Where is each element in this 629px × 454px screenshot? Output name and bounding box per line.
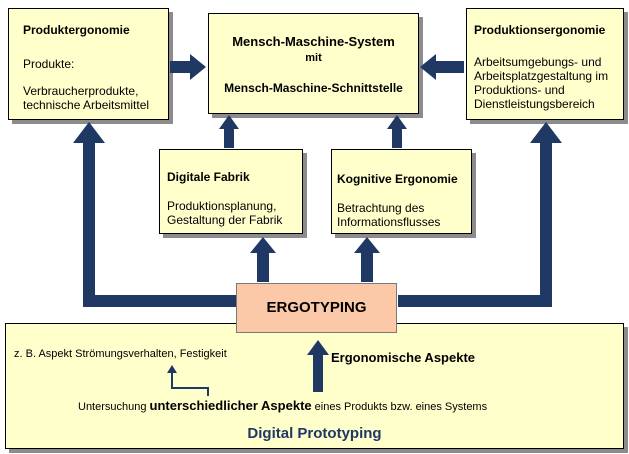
mms-box — [208, 13, 419, 114]
arrow-produktionsergonomie-to-mms — [420, 54, 464, 80]
arrow-aspekte-to-ergotyping — [307, 340, 329, 392]
kognitive-box — [331, 149, 472, 234]
produktionsergonomie-line3: Produktions- und — [474, 83, 565, 97]
produktionsergonomie-line2: Arbeitsplatzgestaltung im — [474, 69, 609, 83]
arrow-kognitive-to-mms — [387, 115, 407, 148]
untersuchung-text: Untersuchung unterschiedlicher Aspekte e… — [78, 398, 487, 415]
mms-title: Mensch-Maschine-System — [232, 34, 395, 49]
mms-mit: mit — [305, 52, 322, 64]
digitale-fabrik-title: Digitale Fabrik — [167, 170, 250, 184]
arrow-ergotyping-to-produktionsergonomie — [398, 122, 562, 307]
prototyping-title: Digital Prototyping — [247, 425, 382, 442]
untersuchung-post: eines Produkts bzw. eines Systems — [311, 401, 488, 413]
produktionsergonomie-line4: Dienstleistungsbereich — [474, 97, 595, 111]
digitale-fabrik-line2: Gestaltung der Fabrik — [167, 213, 283, 227]
mms-subtitle: Mensch-Maschine-Schnittstelle — [224, 81, 403, 95]
digitale-fabrik-line1: Produktionsplanung, — [167, 199, 277, 213]
kognitive-line1: Betrachtung des — [337, 201, 425, 215]
arrow-ergotyping-to-digitale-fabrik — [250, 237, 276, 282]
produktergonomie-box — [8, 8, 169, 120]
kognitive-line2: Informationsflusses — [337, 215, 441, 229]
arrow-produktergonomie-to-mms — [170, 54, 206, 80]
prototyping-example: z. B. Aspekt Strömungsverhalten, Festigk… — [14, 348, 227, 360]
produktionsergonomie-line1: Arbeitsumgebungs- und — [474, 55, 602, 69]
arrow-ergotyping-to-produktergonomie — [73, 122, 238, 307]
produktergonomie-line3: technische Arbeitsmittel — [23, 98, 150, 112]
ergonomische-aspekte-label: Ergonomische Aspekte — [331, 350, 476, 365]
produktergonomie-line2: Verbraucherprodukte, — [23, 84, 139, 98]
ergotyping-box — [236, 283, 397, 333]
arrow-ergotyping-to-kognitive — [354, 237, 380, 282]
untersuchung-bold: unterschiedlicher Aspekte — [149, 398, 312, 413]
produktergonomie-title: Produktergonomie — [23, 23, 130, 37]
digitale-fabrik-box — [159, 149, 303, 234]
ergotyping-label: ERGOTYPING — [266, 299, 367, 316]
arrow-untersuchung-to-example — [171, 372, 209, 396]
produktergonomie-line1: Produkte: — [23, 57, 75, 71]
produktionsergonomie-title: Produktionsergonomie — [474, 23, 606, 37]
produktionsergonomie-box — [466, 8, 624, 120]
untersuchung-pre: Untersuchung — [78, 401, 150, 413]
arrow-digitale-fabrik-to-mms — [219, 115, 239, 148]
kognitive-title: Kognitive Ergonomie — [337, 172, 458, 186]
